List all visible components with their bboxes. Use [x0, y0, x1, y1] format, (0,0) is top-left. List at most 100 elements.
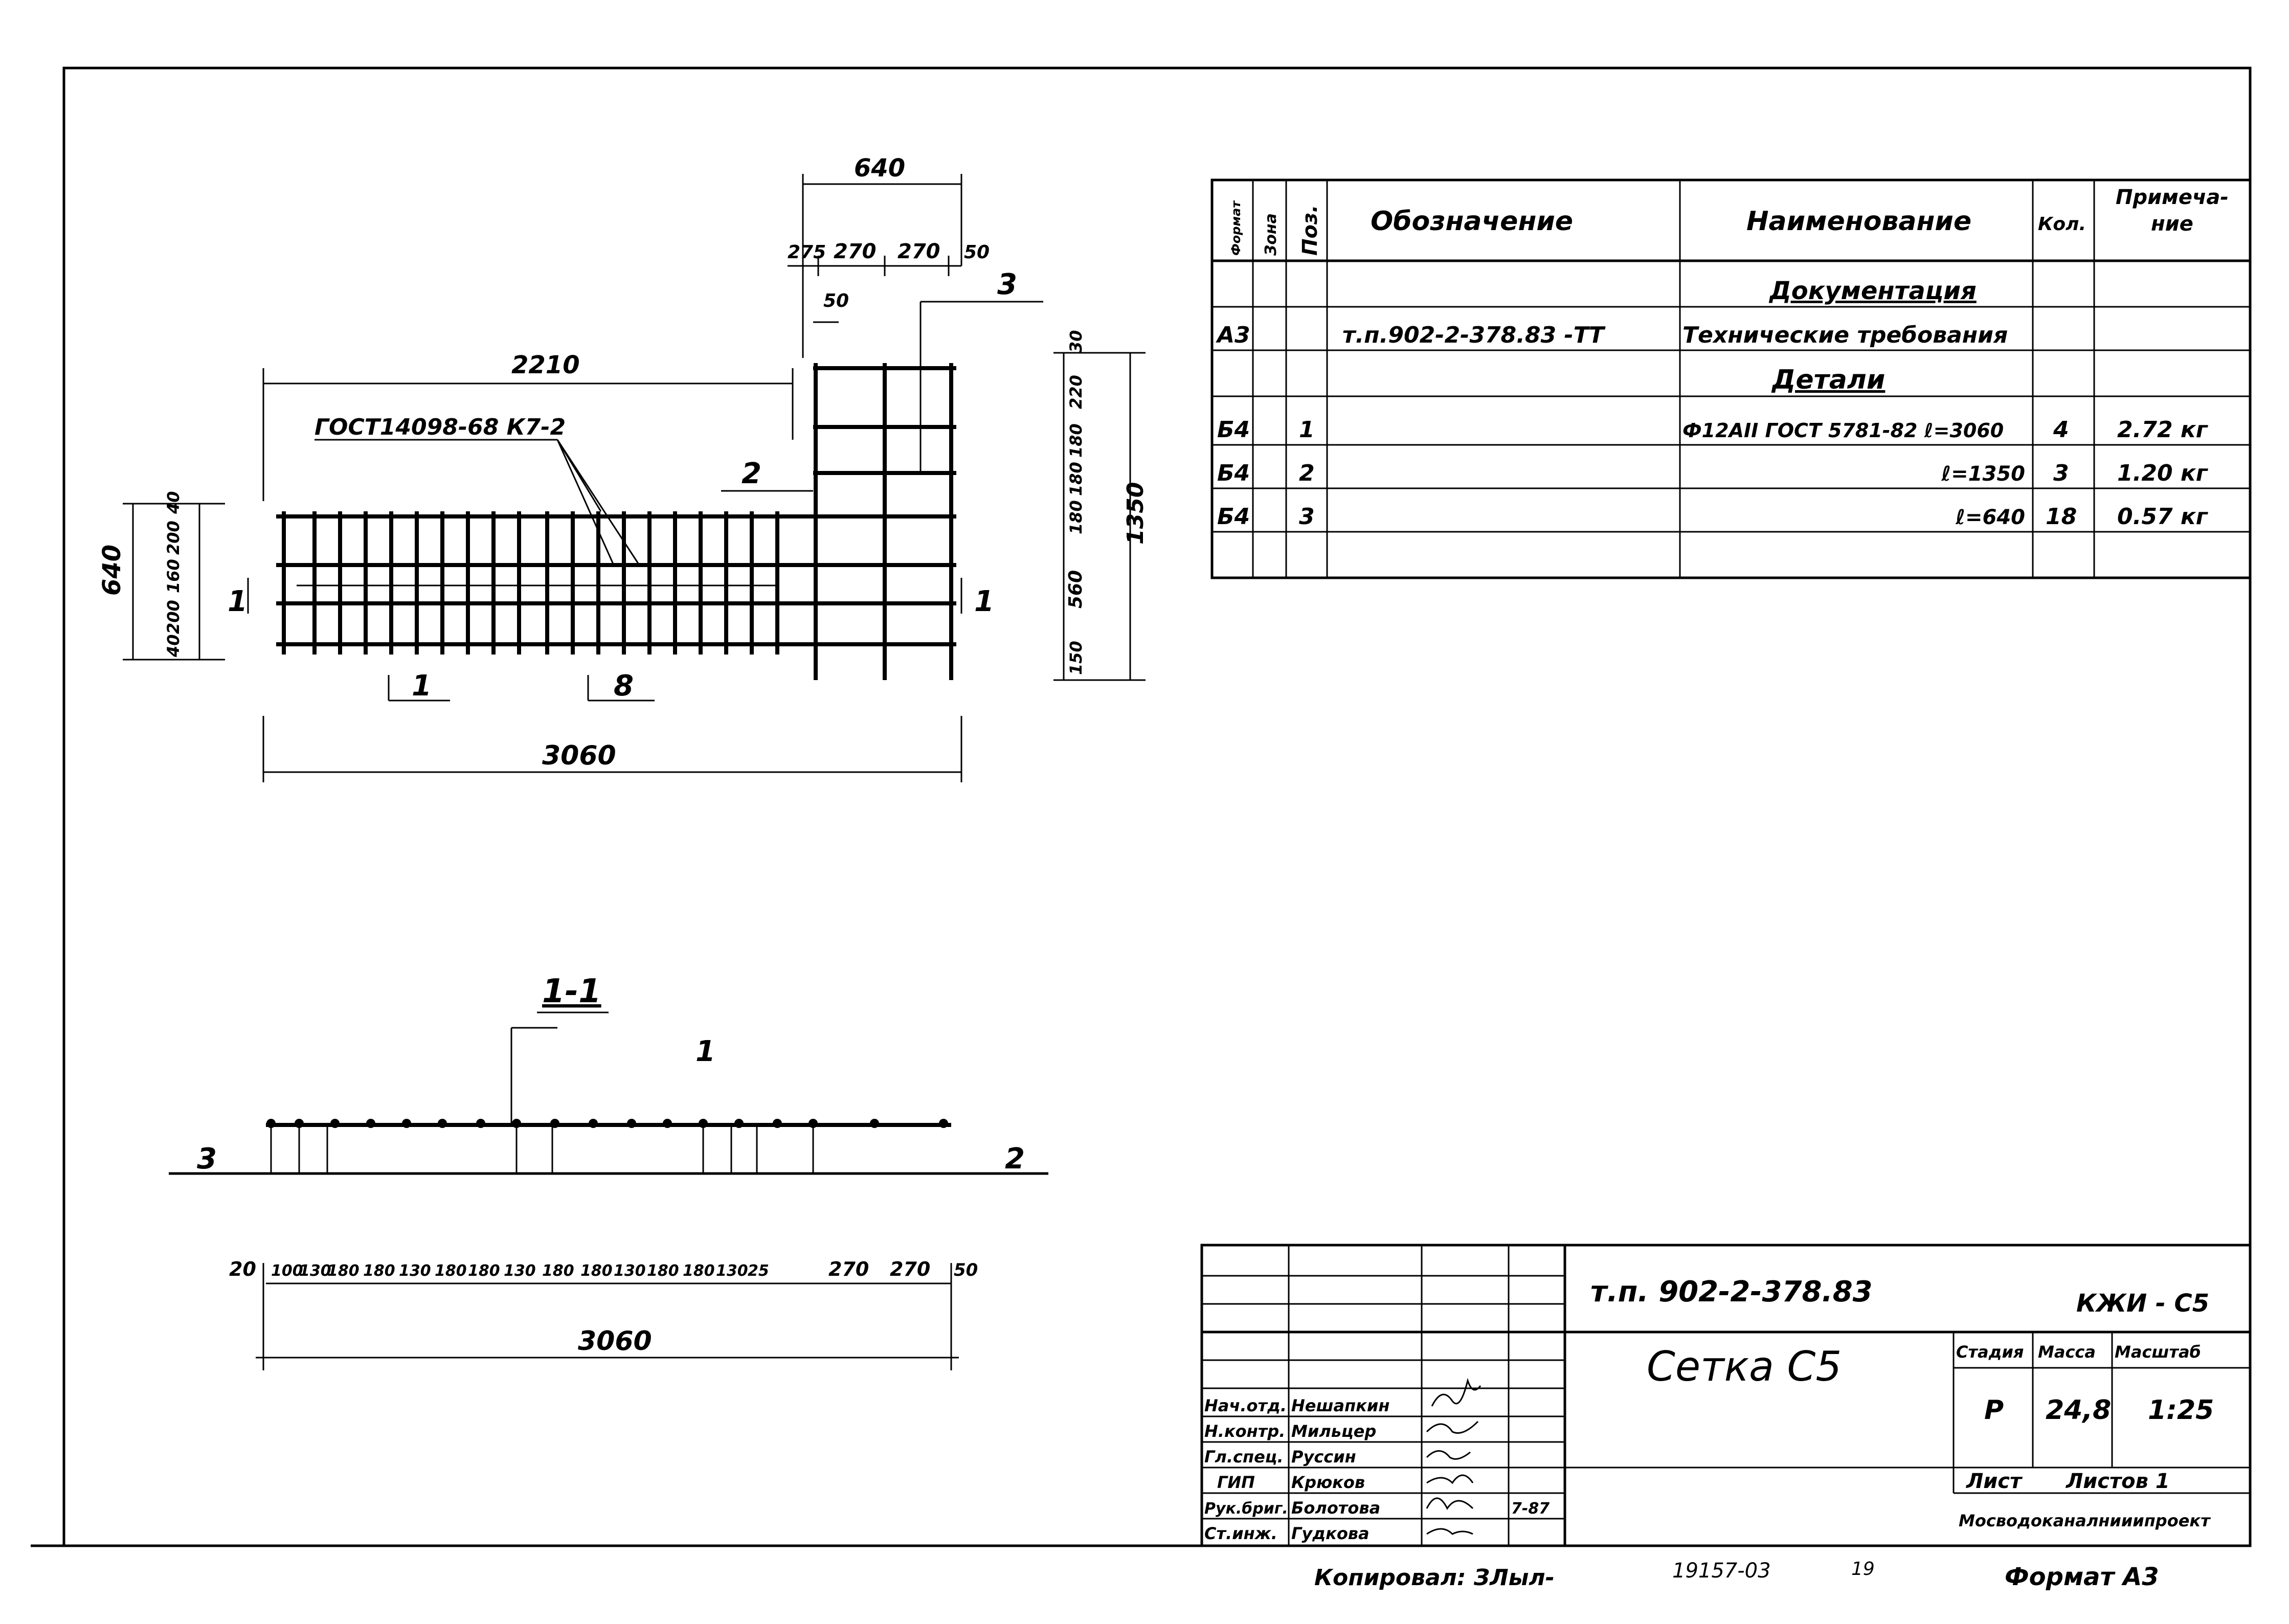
header-note-box: Примеча-ние	[2115, 186, 2229, 236]
mass-label: Масса	[2038, 1342, 2096, 1362]
left-dim: 200	[164, 600, 183, 634]
header-format: Формат	[1229, 200, 1243, 256]
dim-640-top: 640	[854, 154, 905, 183]
stage-label: Стадия	[1956, 1342, 2024, 1362]
dim-275: 275	[788, 242, 826, 263]
dim-2210: 2210	[511, 351, 580, 379]
plan-pos-1: 1	[412, 669, 432, 703]
stage-value: Р	[1984, 1395, 2004, 1426]
staff-name: Нешапкин	[1291, 1396, 1389, 1415]
section-mark-right: 1	[974, 585, 994, 618]
row-pos: 2	[1299, 460, 1315, 486]
sheet-label: Лист	[1966, 1470, 2023, 1493]
left-dim: 40	[164, 491, 183, 514]
section-dim: 180	[647, 1262, 679, 1280]
section-mark-left: 1	[228, 585, 248, 618]
dim-3060-plan: 3060	[542, 740, 616, 771]
footer-format: Формат А3	[2005, 1563, 2159, 1591]
row-format: Б4	[1217, 504, 1250, 530]
doc-name: Технические требования	[1682, 322, 2008, 348]
section-dim: 130	[614, 1262, 646, 1280]
signatures	[1426, 1378, 1482, 1535]
row-format: Б4	[1217, 460, 1250, 486]
mesh-plan	[276, 363, 956, 680]
staff-name: Крюков	[1291, 1473, 1365, 1492]
dim-270a: 270	[834, 240, 877, 263]
row-qty: 3	[2053, 460, 2069, 486]
staff-role: Нач.отд.	[1204, 1396, 1287, 1415]
row-pos: 3	[1299, 504, 1315, 530]
staff-role: Гл.спец.	[1204, 1447, 1284, 1467]
row-format: Б4	[1217, 417, 1250, 443]
staff-role: Н.контр.	[1204, 1422, 1285, 1441]
section-dim: 270	[828, 1258, 869, 1280]
row-note: 0.57 кг	[2117, 504, 2209, 530]
right-dim: 150	[1066, 641, 1086, 675]
footer-number: 19157-03	[1672, 1559, 1771, 1583]
section-details: Детали	[1771, 365, 1885, 395]
left-dim: 160	[164, 559, 183, 593]
row-qty: 4	[2053, 417, 2069, 443]
section-dim: 100	[271, 1262, 303, 1280]
sheet-code: КЖИ - С5	[2076, 1289, 2209, 1318]
title-block-grid	[1200, 1244, 2252, 1547]
header-note: Примеча-ние	[2115, 186, 2229, 236]
row-name: ℓ=640	[1955, 506, 2025, 529]
plan-pos-2: 2	[742, 457, 761, 490]
row-name: ℓ=1350	[1941, 462, 2025, 486]
section-dim: 180	[468, 1262, 500, 1280]
plan-pos-8: 8	[614, 669, 634, 703]
section-dim: 180	[683, 1262, 715, 1280]
dim-270b: 270	[897, 240, 940, 263]
section-dim: 180	[542, 1262, 574, 1280]
mass-value: 24,8	[2046, 1395, 2111, 1426]
left-dim-640: 640	[98, 545, 126, 596]
section-pos-1: 1	[695, 1035, 715, 1068]
right-dim: 560	[1065, 570, 1086, 608]
row-name: Ф12АII ГОСТ 5781-82 ℓ=3060	[1682, 419, 2004, 442]
section-dim: 180	[327, 1262, 360, 1280]
organization: Мосводоканалнииипроект	[1959, 1511, 2211, 1530]
header-zone: Зона	[1262, 213, 1280, 256]
section-pos-3: 3	[197, 1142, 217, 1176]
right-total-1350: 1350	[1123, 482, 1149, 545]
section-dim: 25	[748, 1262, 769, 1280]
right-dim: 180	[1066, 500, 1086, 534]
drawing-name: Сетка С5	[1647, 1343, 1842, 1390]
right-dim: 180	[1066, 462, 1086, 496]
row-note: 2.72 кг	[2117, 417, 2209, 443]
right-dim: 30	[1066, 330, 1086, 353]
section-dim: 180	[580, 1262, 613, 1280]
plan-dimensions	[123, 174, 1146, 782]
row-pos: 1	[1299, 417, 1315, 443]
section-view	[169, 1011, 1048, 1370]
section-dims: 20 100 130 180 180 130 180 180 130 180 1…	[229, 1258, 978, 1280]
staff-role: Ст.инж.	[1204, 1524, 1277, 1543]
staff-list: Нач.отд. Нешапкин Н.контр. Мильцер Гл.сп…	[1204, 1396, 1389, 1543]
doc-code: т.п. 902-2-378.83	[1590, 1275, 1873, 1309]
section-dim: 130	[504, 1262, 536, 1280]
scale-label: Масштаб	[2115, 1342, 2201, 1362]
section-dim: 130	[716, 1262, 748, 1280]
doc-designation: т.п.902-2-378.83 -ТТ	[1342, 322, 1606, 348]
staff-name: Руссин	[1291, 1447, 1356, 1467]
footer-copied: Копировал: ЗЛыл-	[1314, 1565, 1555, 1591]
plan-pos-3: 3	[997, 268, 1017, 301]
section-dim: 50	[954, 1260, 978, 1280]
footer-page: 19	[1851, 1559, 1875, 1580]
gost-label: ГОСТ14098-68 К7-2	[315, 414, 566, 440]
section-dim: 270	[890, 1258, 930, 1280]
row-qty: 18	[2046, 504, 2077, 530]
right-dims: 30 220 180 180 180 560 150	[1065, 330, 1086, 675]
staff-role: Рук.бриг.	[1204, 1500, 1288, 1518]
dim-50-small: 50	[823, 290, 849, 311]
section-documentation: Документация	[1768, 277, 1977, 305]
spec-table-grid	[1210, 178, 2252, 579]
date-stamp: 7-87	[1511, 1500, 1550, 1518]
staff-name: Гудкова	[1291, 1524, 1370, 1543]
sheets-label: Листов 1	[2066, 1470, 2170, 1493]
section-title: 1-1	[542, 973, 601, 1010]
right-dim: 180	[1066, 423, 1086, 458]
staff-name: Мильцер	[1291, 1422, 1376, 1441]
scale-value: 1:25	[2148, 1395, 2214, 1426]
